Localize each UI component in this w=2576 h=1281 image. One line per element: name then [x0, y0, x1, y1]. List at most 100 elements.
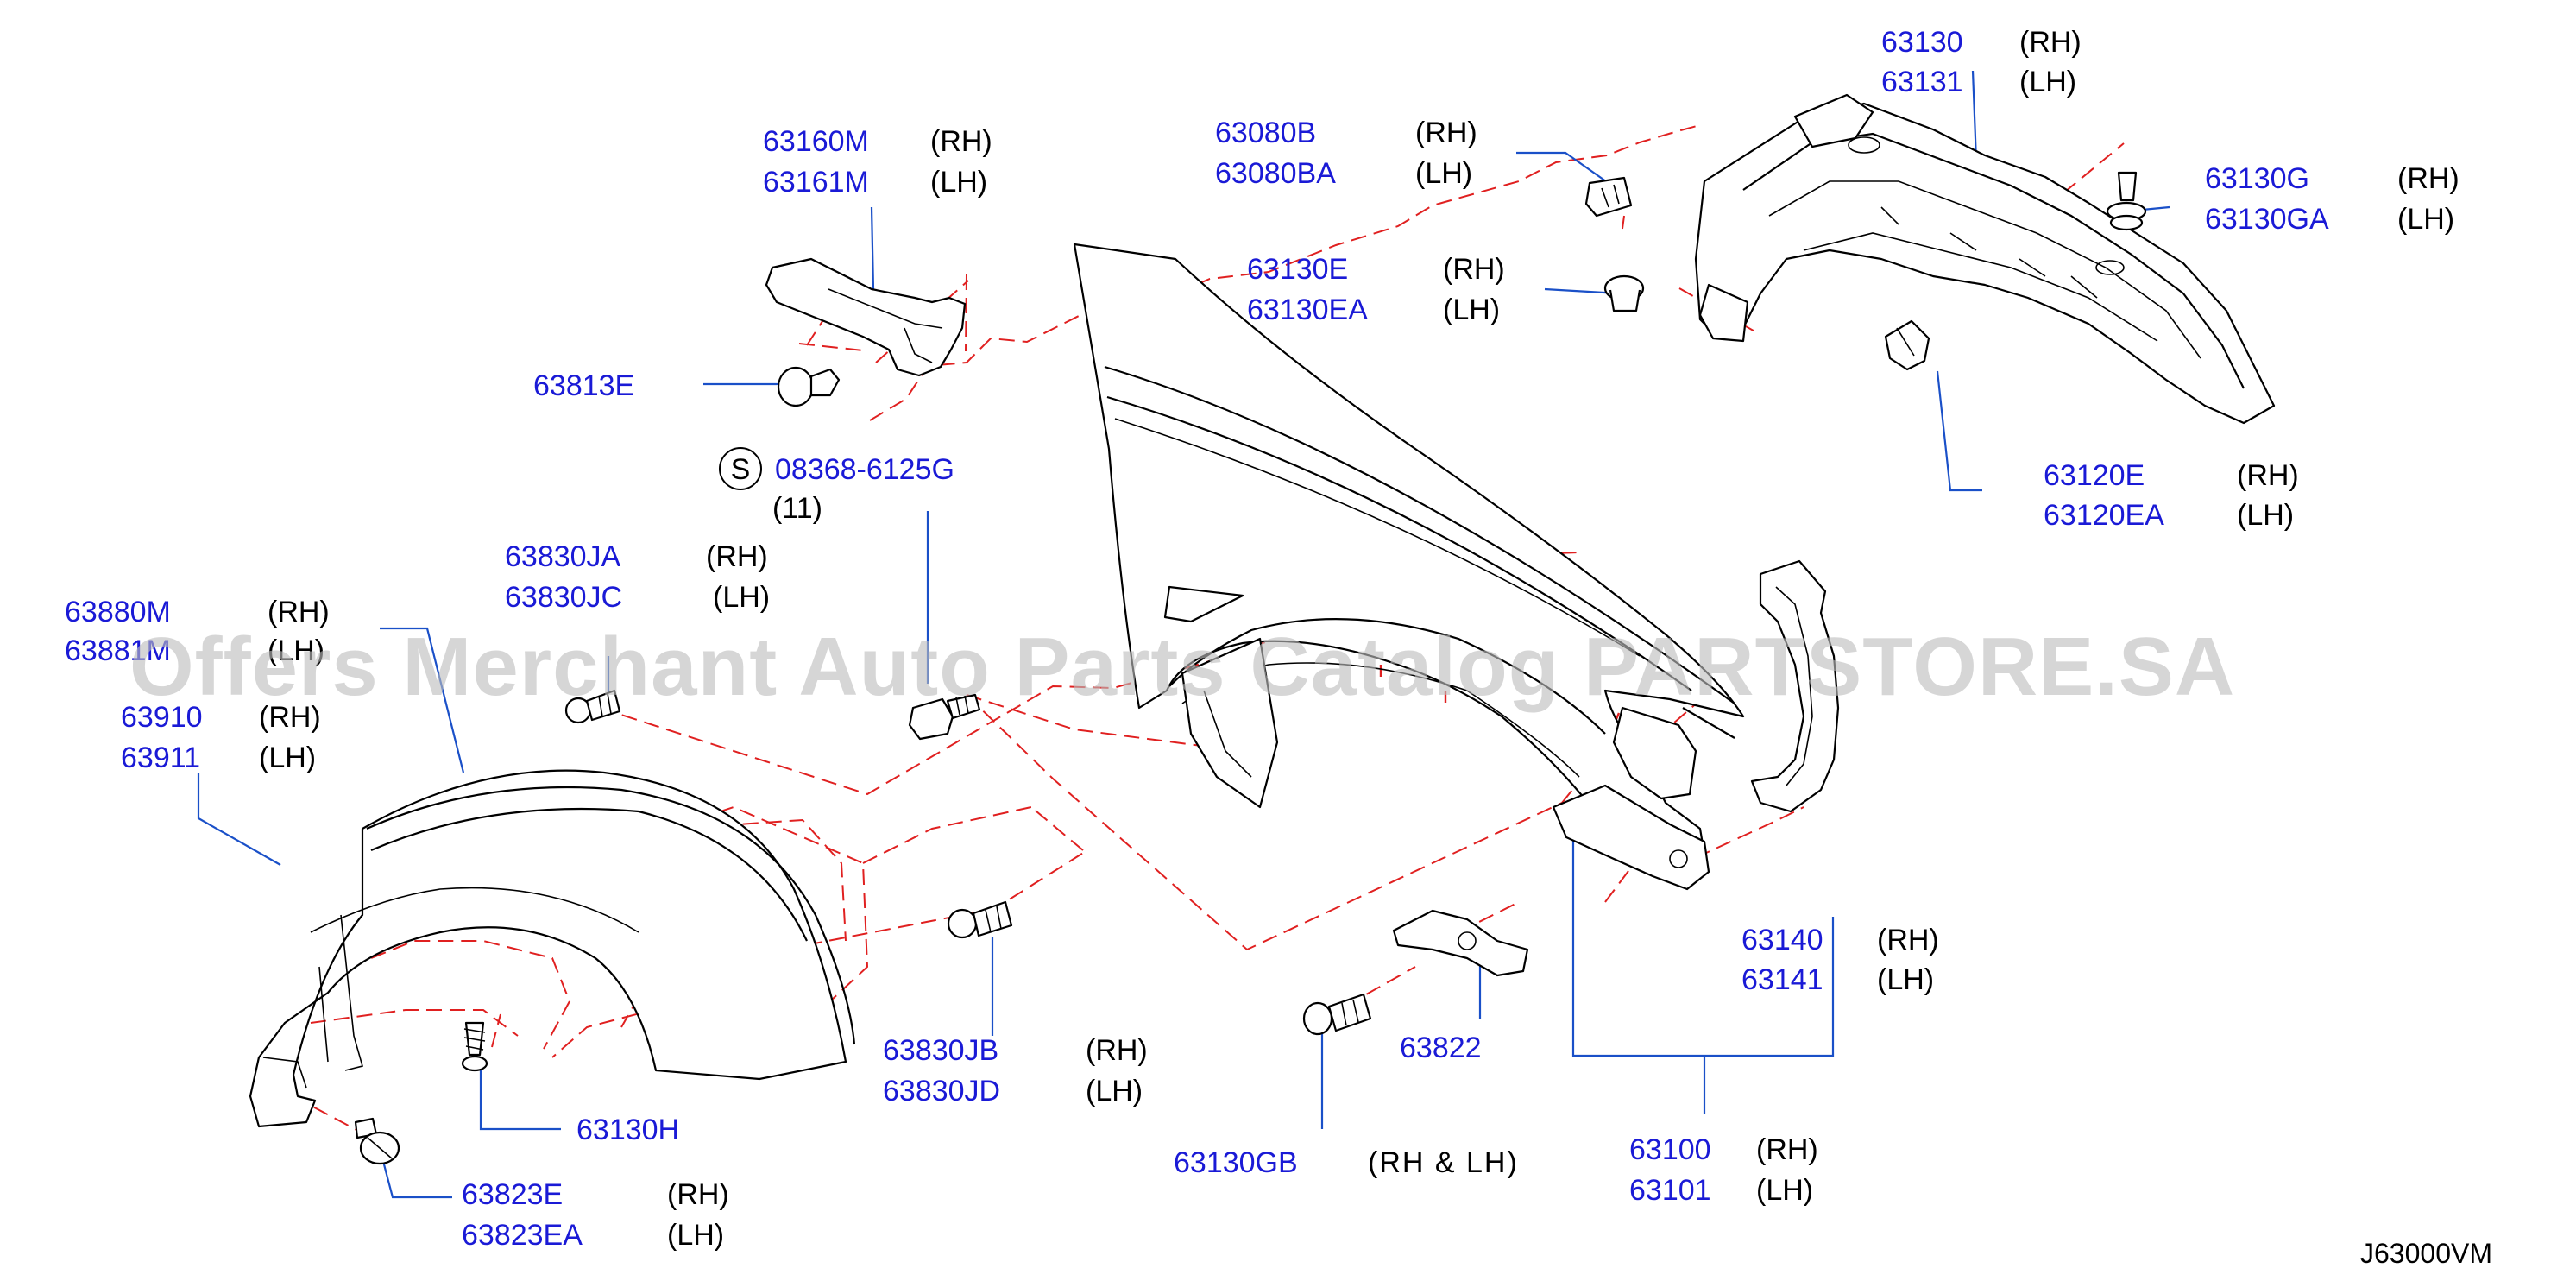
side-label: (RH) — [930, 125, 992, 158]
part-number[interactable]: 63823EA — [462, 1219, 583, 1252]
part-number[interactable]: 63160M — [763, 125, 869, 158]
leader-lines — [197, 70, 2170, 1199]
side-label: (RH) — [2397, 162, 2459, 195]
side-label: (RH) — [667, 1178, 729, 1211]
fastener-parts — [354, 171, 2147, 1165]
side-label: (LH) — [930, 166, 987, 199]
clip-63080b — [1584, 176, 1633, 218]
push-clip-63130g — [2106, 171, 2147, 231]
s-symbol-circle — [719, 447, 762, 490]
part-number[interactable]: 63130H — [576, 1114, 679, 1146]
fender-mudguard — [249, 769, 856, 1128]
side-label: (LH) — [259, 741, 316, 774]
callout-63130h: 63130H — [576, 1114, 679, 1146]
screw-08368-6125g — [908, 693, 981, 741]
callout-63823e: 63823E 63823EA (RH) (LH) — [462, 1178, 729, 1252]
clip-63130gb — [1302, 993, 1372, 1036]
side-label: (RH & LH) — [1368, 1146, 1519, 1179]
part-number[interactable]: 63910 — [121, 701, 203, 734]
side-label: (LH) — [2019, 66, 2076, 98]
side-label: (RH) — [1415, 117, 1477, 149]
part-number[interactable]: 63880M — [65, 596, 171, 628]
callout-63822: 63822 — [1400, 1032, 1482, 1064]
clip-63830ja — [564, 689, 621, 724]
part-number[interactable]: 63830JC — [505, 581, 622, 614]
part-number[interactable]: 63131 — [1881, 66, 1963, 98]
grommet-63130e — [1603, 274, 1645, 312]
fender-bracket — [1750, 559, 1840, 813]
callout-63100: 63100 63101 (RH) (LH) — [1629, 1133, 1818, 1207]
part-number[interactable]: 08368-6125G — [775, 453, 954, 486]
callout-63880m: 63880M 63881M (RH) (LH) — [65, 596, 330, 667]
part-number[interactable]: 63881M — [65, 634, 171, 667]
side-label: (LH) — [667, 1219, 724, 1252]
part-number[interactable]: 63830JA — [505, 540, 621, 573]
side-label: (LH) — [1756, 1174, 1813, 1207]
callout-63140: 63140 63141 (RH) (LH) — [1741, 924, 1939, 996]
part-number[interactable]: 63120EA — [2044, 499, 2164, 532]
s-symbol: S — [731, 453, 751, 486]
part-number[interactable]: 63161M — [763, 166, 869, 199]
callout-63080b: 63080B 63080BA (RH) (LH) — [1215, 117, 1477, 190]
clip-63813e — [777, 366, 841, 407]
side-label: (RH) — [268, 596, 330, 628]
side-label: (RH) — [1756, 1133, 1818, 1166]
side-label: (LH) — [1443, 293, 1500, 326]
part-number[interactable]: 63080BA — [1215, 157, 1336, 190]
side-label: (RH) — [2019, 26, 2082, 59]
part-number[interactable]: 63101 — [1629, 1174, 1711, 1207]
side-label: (RH) — [706, 540, 768, 573]
part-number[interactable]: 63100 — [1629, 1133, 1711, 1166]
part-number[interactable]: 63120E — [2044, 459, 2145, 492]
side-label: (LH) — [1415, 157, 1472, 190]
part-number[interactable]: 63141 — [1741, 963, 1823, 996]
side-label: (RH) — [2237, 459, 2299, 492]
callout-63160m: 63160M 63161M (RH) (LH) — [763, 125, 992, 199]
side-label: (LH) — [268, 634, 324, 667]
front-fender-panel — [1073, 243, 1745, 891]
part-number[interactable]: 63813E — [533, 369, 634, 402]
part-number[interactable]: 63822 — [1400, 1032, 1482, 1064]
callout-63130e: 63130E 63130EA (RH) (LH) — [1247, 253, 1505, 326]
side-label: (LH) — [1086, 1075, 1143, 1107]
side-label: (RH) — [259, 701, 321, 734]
splash-guard-bracket — [765, 257, 967, 377]
bracket-63822 — [1392, 909, 1529, 977]
part-number[interactable]: 63130G — [2205, 162, 2309, 195]
watermark: Offers Merchant Auto Parts Catalog PARTS… — [129, 621, 2235, 713]
callout-63830jb: 63830JB 63830JD (RH) (LH) — [883, 1034, 1148, 1107]
part-number[interactable]: 63823E — [462, 1178, 563, 1211]
part-number[interactable]: 63080B — [1215, 117, 1316, 149]
callout-63830ja: 63830JA 63830JC (RH) (LH) — [505, 540, 770, 614]
side-label: (LH) — [1877, 963, 1934, 996]
part-number[interactable]: 63911 — [121, 741, 200, 774]
fender-protector — [1694, 93, 2276, 425]
side-label: (RH) — [1086, 1034, 1148, 1067]
part-number[interactable]: 63830JB — [883, 1034, 998, 1067]
part-number[interactable]: 63130E — [1247, 253, 1348, 286]
side-label: (LH) — [2237, 499, 2294, 532]
part-number[interactable]: 63130GA — [2205, 203, 2329, 236]
callout-63130gb: 63130GB (RH & LH) — [1174, 1146, 1519, 1179]
clip-63823e — [354, 1117, 400, 1165]
part-number[interactable]: 63130EA — [1247, 293, 1368, 326]
callout-63813e: 63813E — [533, 369, 634, 402]
clip-63120e — [1884, 319, 1930, 371]
part-number[interactable]: 63130GB — [1174, 1146, 1298, 1179]
callout-63120e: 63120E 63120EA (RH) (LH) — [2044, 459, 2299, 532]
part-number[interactable]: 63130 — [1881, 26, 1963, 59]
screw-63130h — [461, 1021, 488, 1072]
side-label: (LH) — [713, 581, 770, 614]
part-number[interactable]: 63140 — [1741, 924, 1823, 956]
callout-63130g: 63130G 63130GA (RH) (LH) — [2205, 162, 2459, 236]
quantity-label: (11) — [772, 492, 822, 525]
side-label: (RH) — [1877, 924, 1939, 956]
drawing-code: J63000VM — [2360, 1238, 2492, 1269]
part-number[interactable]: 63830JD — [883, 1075, 1000, 1107]
side-label: (LH) — [2397, 203, 2454, 236]
side-label: (RH) — [1443, 253, 1505, 286]
callout-63910: 63910 63911 (RH) (LH) — [121, 701, 321, 774]
callout-63130: 63130 63131 (RH) (LH) — [1881, 26, 2082, 98]
clip-63830jb — [947, 900, 1013, 939]
